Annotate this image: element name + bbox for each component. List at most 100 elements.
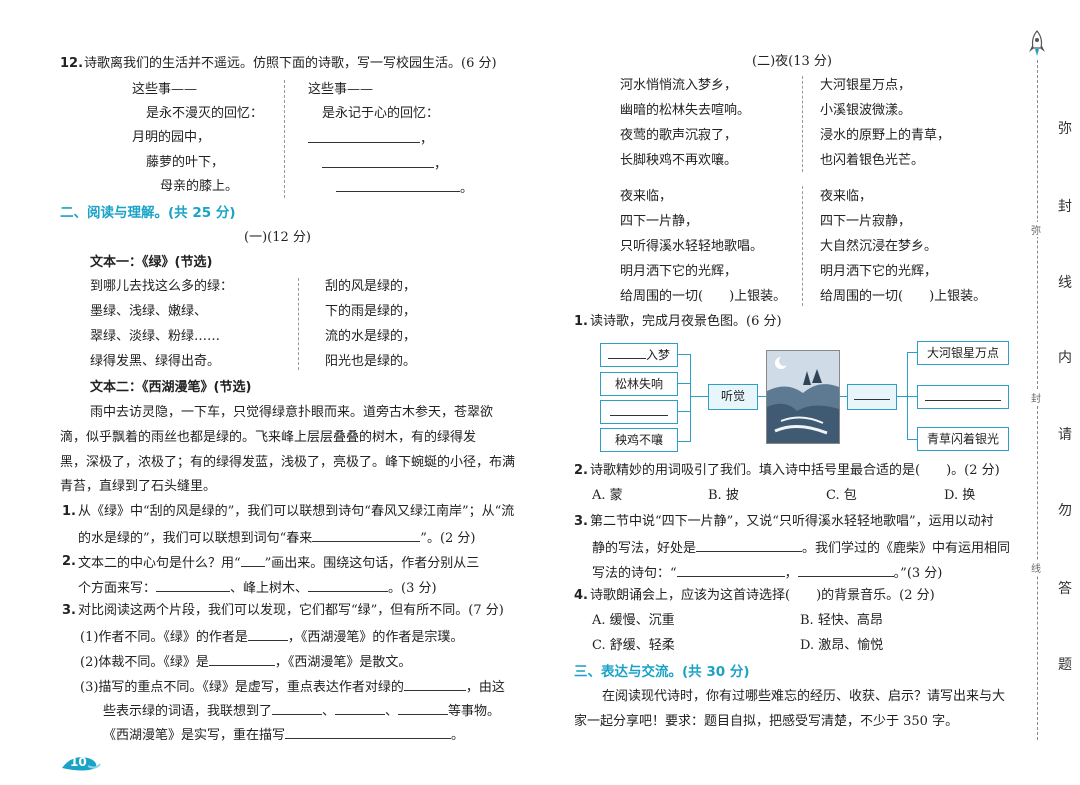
option[interactable]: A. 蒙 <box>592 488 623 503</box>
poem-line: 幽暗的松林失去喧响。 <box>620 103 751 118</box>
margin-small-char: 弥 <box>1031 222 1041 237</box>
margin-char: 题 <box>1058 657 1072 673</box>
diagram-box[interactable] <box>917 385 1009 409</box>
answer-blank[interactable] <box>247 628 288 641</box>
diagram-box: 松林失响 <box>600 372 678 396</box>
question-number: 2. <box>62 554 76 569</box>
answer-blank[interactable] <box>156 579 231 592</box>
margin-char: 勿 <box>1058 503 1072 519</box>
question-number: 3. <box>62 603 76 618</box>
diagram-box: 听觉 <box>708 384 758 410</box>
answer-blank[interactable] <box>208 653 275 666</box>
question-text: (1)作者不同。《绿》的作者是，《西湖漫笔》的作者是宗璞。 <box>80 628 464 645</box>
question-text: 对比阅读这两个片段，我们可以发现，它们都写“绿”，但有所不同。(7 分) <box>78 603 504 618</box>
poem-line: 夜来临， <box>620 189 673 204</box>
option[interactable]: A. 缓慢、沉重 <box>592 613 675 628</box>
connector <box>678 383 690 384</box>
divider <box>298 278 299 370</box>
diagram-box[interactable] <box>600 400 678 424</box>
poem-line: 墨绿、浅绿、嫩绿、 <box>90 304 208 319</box>
option[interactable]: B. 轻快、高昂 <box>800 613 883 628</box>
poem-line: 河水悄悄流入梦乡， <box>620 78 738 93</box>
diagram-box[interactable]: 入梦 <box>600 343 678 367</box>
question-text: 写法的诗句：“，。”(3 分) <box>592 564 943 581</box>
answer-blank[interactable]: 。 <box>336 179 473 197</box>
answer-blank[interactable] <box>676 564 785 577</box>
poem-line: 也闪着银色光芒。 <box>820 153 925 168</box>
diagram-box: 青草闪着银光 <box>917 427 1009 451</box>
answer-blank[interactable] <box>398 702 449 715</box>
margin-char: 封 <box>1058 199 1072 215</box>
question-text: (2)体裁不同。《绿》是，《西湖漫笔》是散文。 <box>80 653 412 670</box>
poem-line: 母亲的膝上。 <box>160 179 239 194</box>
option[interactable]: C. 包 <box>826 488 857 503</box>
divider <box>802 76 803 172</box>
page-badge-icon <box>62 757 101 771</box>
diagram-box[interactable] <box>847 384 897 410</box>
answer-blank[interactable] <box>403 678 466 691</box>
question-text: (3)描写的重点不同。《绿》是虚写，重点表达作者对绿的，由这 <box>80 678 505 695</box>
poem-line: 绿得发黑、绿得出奇。 <box>90 354 221 369</box>
answer-blank[interactable] <box>272 702 323 715</box>
margin-small-char: 线 <box>1031 560 1041 575</box>
connector <box>678 411 690 412</box>
poem-line: 夜莺的歌声沉寂了， <box>620 128 738 143</box>
text-title: 文本二：《西湖漫笔》(节选) <box>90 380 252 395</box>
poem-line: 阳光也是绿的。 <box>325 354 417 369</box>
divider <box>284 80 285 198</box>
poem-line: 这些事—— <box>132 82 198 97</box>
question-number: 4. <box>574 588 588 603</box>
passage-line: 雨中去访灵隐，一下车，只觉得绿意扑眼而来。道旁古木参天，苍翠欲 <box>90 405 494 420</box>
question-text: 从《绿》中“刮的风是绿的”，我们可以联想到诗句“春风又绿江南岸”；从“流 <box>78 504 515 519</box>
poem-line: 浸水的原野上的青草， <box>820 128 951 143</box>
poem-line: 这些事—— <box>308 82 374 97</box>
connector <box>678 354 691 442</box>
passage-line: 黑，深极了，浓极了；有的绿得发蓝，浅极了，亮极了。峰下蜿蜒的小径，布满 <box>60 455 516 470</box>
poem-line: 是永记于心的回忆： <box>322 106 440 121</box>
section-heading: 二、阅读与理解。(共 25 分) <box>60 205 236 221</box>
question-text: 些表示绿的词语，我联想到了、、等事物。 <box>103 702 501 719</box>
poem-line: 流的水是绿的， <box>325 329 417 344</box>
question-number: 1. <box>574 314 588 329</box>
question-number: 3. <box>574 514 588 529</box>
question-text: 的水是绿的”，我们可以联想到词句“春来”。(2 分) <box>78 529 476 546</box>
page-number-badge: 10 <box>58 752 102 774</box>
answer-blank[interactable]: ， <box>322 155 447 173</box>
question-text: 第二节中说“四下一片静”，又说“只听得溪水轻轻地歌唱”，运用以动衬 <box>590 514 994 529</box>
part-heading: (一)(12 分) <box>244 230 311 245</box>
moonlight-illustration <box>766 350 840 444</box>
question-number: 2. <box>574 463 588 478</box>
option[interactable]: C. 舒缓、轻柔 <box>592 638 675 653</box>
margin-char: 请 <box>1058 427 1072 443</box>
answer-blank[interactable] <box>312 529 421 542</box>
answer-blank[interactable] <box>335 702 386 715</box>
option[interactable]: D. 换 <box>944 488 976 503</box>
answer-blank[interactable] <box>696 539 803 552</box>
passage-line: 青苔，直绿到了石头缝里。 <box>60 479 217 494</box>
question-text: 《西湖漫笔》是实写，重在描写。 <box>103 726 465 743</box>
question-text: 文本二的中心句是什么？用“”画出来。围绕这句话，作者分别从三 <box>78 556 480 571</box>
poem-line: 到哪儿去找这么多的绿： <box>90 279 234 294</box>
question-text: 诗歌精妙的用词吸引了我们。填入诗中括号里最合适的是( )。(2 分) <box>590 463 1000 478</box>
part-heading: (二)夜(13 分) <box>752 54 832 69</box>
connector <box>907 396 917 397</box>
question-text: 个方面来写：、峰上树木、。(3 分) <box>78 579 437 596</box>
diagram-box: 秧鸡不嚷 <box>600 428 678 452</box>
connector <box>897 396 907 397</box>
essay-prompt: 在阅读现代诗时，你有过哪些难忘的经历、收获、启示？请写出来与大 <box>602 689 1006 704</box>
margin-char: 内 <box>1058 350 1072 366</box>
option[interactable]: D. 激昂、愉悦 <box>800 638 884 653</box>
answer-blank[interactable] <box>308 579 389 592</box>
poem-line: 明月洒下它的光辉， <box>820 264 938 279</box>
answer-blank[interactable] <box>285 726 452 739</box>
question-number: 12. <box>60 56 84 71</box>
option[interactable]: B. 披 <box>708 488 739 503</box>
passage-line: 滴，似乎飘着的雨丝也都是绿的。飞来峰上层层叠叠的树木，有的绿得发 <box>60 430 477 445</box>
rocket-icon <box>1028 30 1046 58</box>
poem-line: 大河银星万点， <box>820 78 912 93</box>
question-text: 诗歌离我们的生活并不遥远。仿照下面的诗歌，写一写校园生活。(6 分) <box>84 56 497 71</box>
answer-blank[interactable] <box>797 564 894 577</box>
text-title: 文本一：《绿》(节选) <box>90 255 213 270</box>
answer-blank[interactable]: ， <box>308 130 433 148</box>
poem-line: 小溪银波微漾。 <box>820 103 912 118</box>
